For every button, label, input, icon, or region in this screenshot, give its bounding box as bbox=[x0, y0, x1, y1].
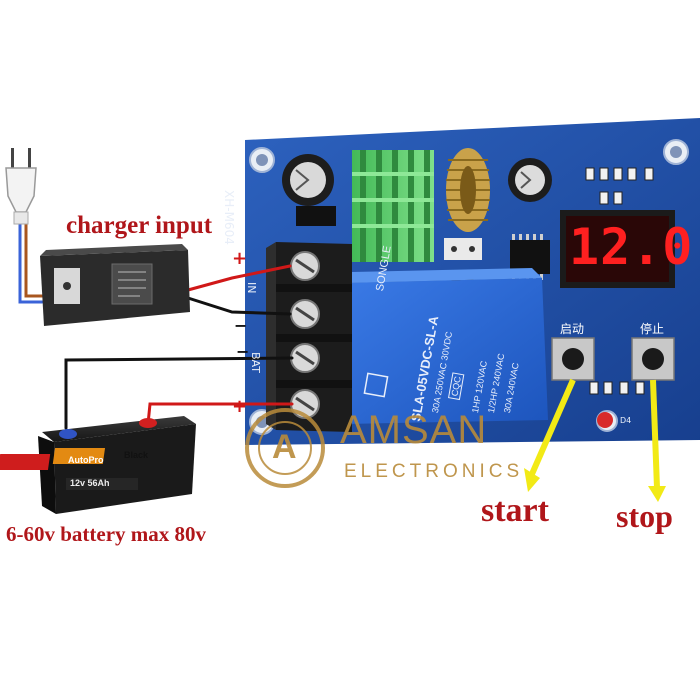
in-plus-sign: + bbox=[232, 248, 248, 269]
bat-minus-sign: − bbox=[236, 342, 250, 361]
watermark-name: AMSAN bbox=[340, 408, 488, 452]
watermark-letter: A bbox=[272, 428, 297, 466]
power-plug bbox=[5, 148, 37, 225]
capacitor-left bbox=[282, 154, 336, 226]
in-minus-sign: − bbox=[234, 316, 248, 335]
battery-spec: 12v 56Ah bbox=[70, 478, 110, 488]
bat-plus-sign: + bbox=[232, 396, 248, 417]
battery-brand-left: AutoPro bbox=[68, 455, 104, 465]
start-arrow bbox=[524, 378, 576, 492]
stop-push-button bbox=[631, 337, 675, 381]
battery-brand-right: Black bbox=[124, 450, 149, 460]
terminal-block bbox=[266, 242, 352, 432]
board-model-label: XH-M604 bbox=[222, 190, 236, 245]
stop-caption: stop bbox=[616, 498, 673, 534]
capacitor-right bbox=[508, 158, 552, 202]
relay bbox=[346, 268, 548, 424]
watermark-logo-circle bbox=[245, 408, 325, 488]
display-readout: 12.0 bbox=[569, 218, 694, 276]
charger-input-caption: charger input bbox=[66, 212, 213, 239]
start-push-button bbox=[551, 337, 595, 381]
battery-caption: 6-60v battery max 80v bbox=[6, 522, 207, 546]
terminal-in-label: IN bbox=[245, 282, 258, 294]
seven-segment-display bbox=[560, 210, 675, 288]
terminal-bat-label: BAT bbox=[249, 352, 262, 373]
car-battery bbox=[0, 416, 196, 514]
start-chinese-label: 启动 bbox=[560, 322, 585, 336]
led-reference: D4 bbox=[620, 416, 632, 425]
status-led bbox=[597, 412, 613, 428]
charger-adapter bbox=[40, 244, 190, 326]
wires bbox=[18, 222, 294, 430]
watermark-subtitle: ELECTRONICS bbox=[344, 461, 524, 482]
start-caption: start bbox=[481, 492, 549, 529]
stop-arrow bbox=[648, 379, 666, 502]
heatsink bbox=[352, 150, 434, 262]
inductor-coil bbox=[444, 148, 490, 260]
stop-chinese-label: 停止 bbox=[640, 322, 665, 336]
